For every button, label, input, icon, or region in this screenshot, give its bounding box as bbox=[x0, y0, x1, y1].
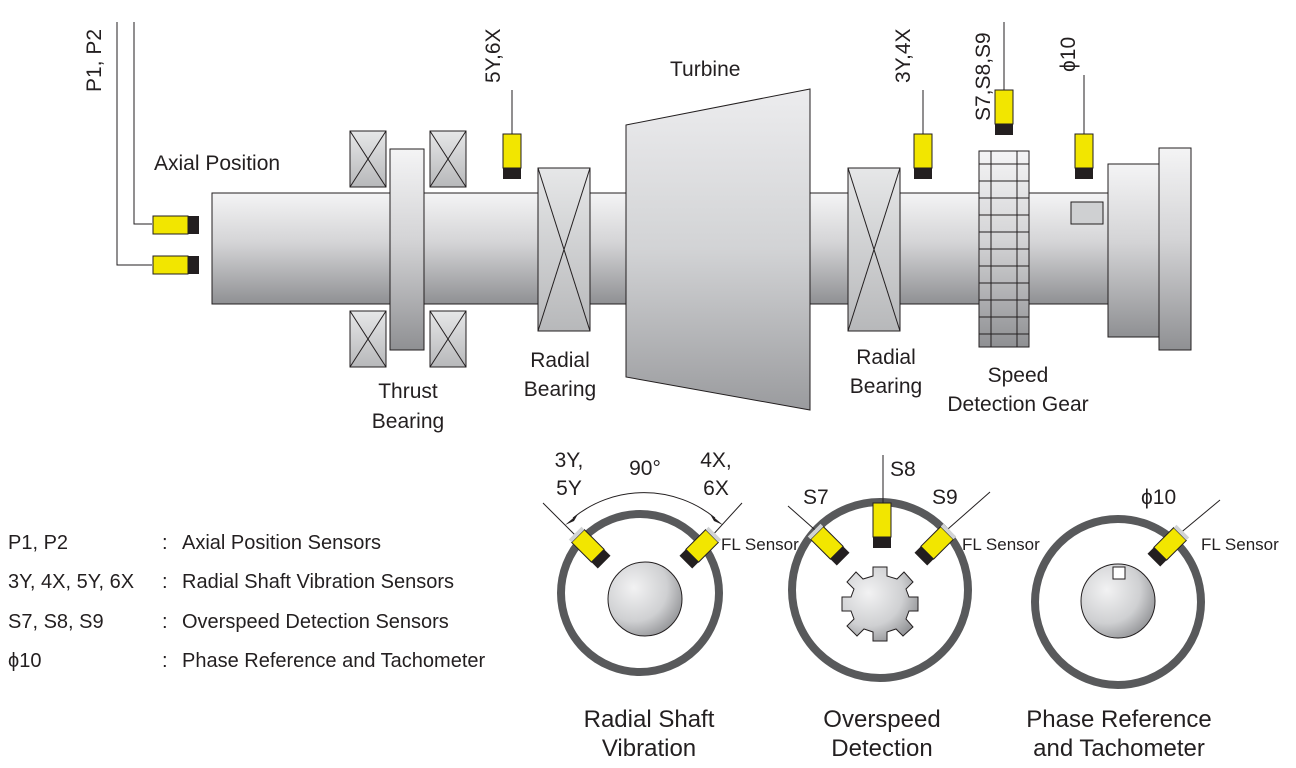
legend-desc: Phase Reference and Tachometer bbox=[182, 650, 485, 672]
sensor-s789 bbox=[994, 22, 1014, 135]
axial-sensor-wiring bbox=[116, 22, 152, 266]
label-angle: 90° bbox=[629, 457, 661, 480]
label-axial-position: Axial Position bbox=[154, 152, 280, 175]
axial-sensor-p2 bbox=[152, 255, 199, 275]
label-thrust-bearing-1: Thrust bbox=[378, 380, 438, 403]
axial-sensor-p1 bbox=[152, 215, 199, 235]
label-s7: S7 bbox=[803, 486, 829, 509]
label-left-bottom: 5Y bbox=[556, 477, 582, 500]
label-s8: S8 bbox=[890, 458, 916, 481]
label-speed-gear-1: Speed bbox=[988, 364, 1049, 387]
label-left-top: 3Y, bbox=[555, 449, 584, 472]
label-radial-bearing-2b: Bearing bbox=[850, 375, 922, 398]
keyway bbox=[1070, 201, 1104, 225]
legend-sep: : bbox=[162, 571, 168, 593]
radial-bearing-1-block bbox=[537, 167, 591, 332]
sensor-phi10 bbox=[1074, 75, 1094, 179]
bearings bbox=[349, 130, 901, 368]
caption-radial-2: Vibration bbox=[602, 735, 696, 762]
label-s789: S7,S8,S9 bbox=[972, 32, 995, 121]
caption-phase-2: and Tachometer bbox=[1033, 735, 1205, 762]
label-radial-bearing-1a: Radial bbox=[530, 349, 590, 372]
label-radial-bearing-1b: Bearing bbox=[524, 378, 596, 401]
legend-desc: Overspeed Detection Sensors bbox=[182, 611, 449, 633]
label-p1p2: P1, P2 bbox=[83, 29, 106, 92]
thrust-bearing-block bbox=[349, 130, 467, 368]
detail-overspeed: S7 S8 S9 FL Sensor Overspeed Detection bbox=[787, 455, 1040, 762]
legend-sep: : bbox=[162, 611, 168, 633]
shaft-hub bbox=[607, 561, 683, 637]
coupling-flange bbox=[1158, 147, 1192, 351]
legend: P1, P2 : Axial Position Sensors 3Y, 4X, … bbox=[8, 532, 485, 672]
label-fl-sensor: FL Sensor bbox=[1201, 535, 1279, 554]
thrust-collar bbox=[389, 148, 425, 351]
caption-phase-1: Phase Reference bbox=[1026, 706, 1211, 733]
label-right-top: 4X, bbox=[700, 449, 732, 472]
sensor-x-radial bbox=[679, 526, 722, 569]
label-turbine: Turbine bbox=[670, 58, 740, 81]
sensor-3y4x bbox=[913, 90, 933, 179]
keyway-notch bbox=[1112, 566, 1126, 580]
label-s9: S9 bbox=[932, 486, 958, 509]
label-phi10: ϕ10 bbox=[1141, 486, 1176, 509]
legend-desc: Radial Shaft Vibration Sensors bbox=[182, 571, 454, 593]
label-fl-sensor: FL Sensor bbox=[962, 535, 1040, 554]
shaft-hub bbox=[1080, 563, 1156, 639]
sensor-y-radial bbox=[568, 526, 611, 569]
sensor-s8 bbox=[872, 502, 892, 548]
label-3y4x: 3Y,4X bbox=[892, 29, 915, 84]
label-radial-bearing-2a: Radial bbox=[856, 346, 916, 369]
legend-code: 3Y, 4X, 5Y, 6X bbox=[8, 571, 134, 593]
legend-desc: Axial Position Sensors bbox=[182, 532, 381, 554]
sensor-s9 bbox=[914, 523, 957, 566]
caption-radial-1: Radial Shaft bbox=[584, 706, 715, 733]
legend-code: S7, S8, S9 bbox=[8, 611, 104, 633]
detail-radial-vibration: 3Y, 5Y 90° 4X, 6X FL Sensor Radial Shaft… bbox=[542, 449, 799, 762]
label-5y6x: 5Y,6X bbox=[482, 29, 505, 84]
label-thrust-bearing-2: Bearing bbox=[372, 410, 444, 433]
label-speed-gear-2: Detection Gear bbox=[947, 393, 1088, 416]
label-fl-sensor: FL Sensor bbox=[721, 535, 799, 554]
shaft-assembly bbox=[211, 88, 1192, 411]
legend-code: ϕ10 bbox=[8, 650, 41, 672]
caption-overspeed-1: Overspeed bbox=[823, 706, 940, 733]
sensor-5y6x bbox=[502, 90, 522, 179]
legend-code: P1, P2 bbox=[8, 532, 68, 554]
sensor-phi10-detail bbox=[1147, 524, 1190, 567]
radial-bearing-2-block bbox=[847, 167, 901, 332]
toothed-gear bbox=[841, 566, 919, 642]
sensor-s7 bbox=[807, 523, 850, 566]
speed-detection-gear bbox=[978, 150, 1030, 348]
label-phi10: ϕ10 bbox=[1057, 37, 1080, 72]
label-right-bottom: 6X bbox=[703, 477, 729, 500]
legend-sep: : bbox=[162, 532, 168, 554]
turbine-body bbox=[625, 88, 811, 411]
legend-sep: : bbox=[162, 650, 168, 672]
caption-overspeed-2: Detection bbox=[831, 735, 932, 762]
coupling-hub bbox=[1107, 163, 1161, 338]
detail-phase-reference: ϕ10 FL Sensor Phase Reference and Tachom… bbox=[1026, 486, 1279, 762]
